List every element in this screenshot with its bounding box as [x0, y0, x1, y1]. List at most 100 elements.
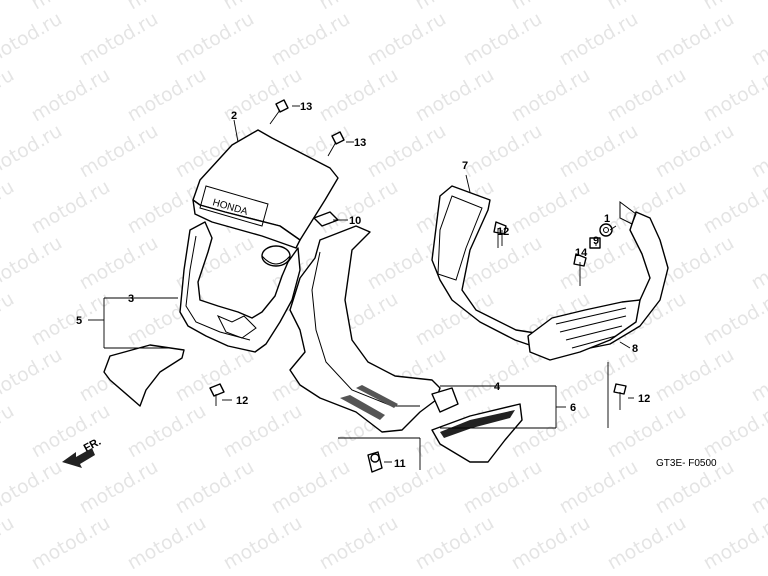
watermark-text: motod.ru [460, 456, 546, 519]
watermark-text: motod.ru [700, 0, 768, 14]
watermark-text: motod.ru [124, 400, 210, 463]
watermark-text: motod.ru [604, 512, 690, 575]
callout-1: 1 [604, 213, 610, 225]
watermark-text: motod.ru [124, 0, 210, 14]
watermark-text: motod.ru [0, 288, 18, 351]
watermark-text: motod.ru [556, 120, 642, 183]
part-floor-step-frame [431, 185, 669, 353]
watermark-text: motod.ru [508, 0, 594, 14]
watermark-text: motod.ru [460, 120, 546, 183]
watermark-text: motod.ru [172, 8, 258, 71]
watermark-text: motod.ru [316, 512, 402, 575]
callout-13-lower: 13 [354, 137, 366, 149]
watermark-text: motod.ru [316, 64, 402, 127]
watermark-text: motod.ru [0, 0, 18, 14]
part-left-lower-cover [103, 344, 185, 407]
watermark-text: motod.ru [604, 64, 690, 127]
diagram-code: GT3E- F0500 [656, 458, 717, 469]
watermark-text: motod.ru [0, 344, 66, 407]
watermark-text: motod.ru [412, 64, 498, 127]
watermark-text: motod.ru [748, 8, 768, 71]
callout-12-left: 12 [236, 395, 248, 407]
watermark-text: motod.ru [652, 120, 738, 183]
callout-3: 3 [128, 293, 134, 305]
callout-2: 2 [231, 110, 237, 122]
callout-8: 8 [632, 343, 638, 355]
watermark-text: motod.ru [556, 456, 642, 519]
watermark-text: motod.ru [316, 0, 402, 14]
watermark-text: motod.ru [28, 176, 114, 239]
arrow-left-icon [62, 448, 95, 468]
watermark-text: motod.ru [76, 456, 162, 519]
nut-1 [599, 223, 613, 237]
watermark-text: motod.ru [556, 8, 642, 71]
watermark-text: motod.ru [508, 64, 594, 127]
watermark-text: motod.ru [748, 344, 768, 407]
watermark-text: motod.ru [76, 8, 162, 71]
callout-6: 6 [570, 402, 576, 414]
watermark-text: motod.ru [0, 512, 18, 575]
part-inner-cover-frame [179, 221, 301, 353]
watermark-text: motod.ru [460, 8, 546, 71]
watermark-text: motod.ru [700, 176, 768, 239]
watermark-text: motod.ru [748, 120, 768, 183]
watermark-text: motod.ru [700, 64, 768, 127]
watermark-text: motod.ru [604, 400, 690, 463]
direction-label: FR. [82, 436, 103, 455]
watermark-text: motod.ru [28, 512, 114, 575]
part-leg-shield [289, 225, 459, 433]
watermark-text: motod.ru [508, 512, 594, 575]
callout-12-middle: 12 [497, 226, 509, 238]
callout-10: 10 [349, 215, 361, 227]
callout-12-right: 12 [638, 393, 650, 405]
watermark-text: motod.ru [28, 0, 114, 14]
watermark-text: motod.ru [220, 400, 306, 463]
watermark-text: motod.ru [76, 232, 162, 295]
watermark-text: motod.ru [700, 400, 768, 463]
bolt-12-left [209, 383, 225, 406]
bolt-13-upper [269, 99, 289, 125]
watermark-text: motod.ru [28, 64, 114, 127]
watermark-text: motod.ru [220, 512, 306, 575]
watermark-text: motod.ru [412, 0, 498, 14]
watermark-text: motod.ru [748, 232, 768, 295]
callout-4: 4 [494, 381, 501, 393]
watermark-text: motod.ru [124, 64, 210, 127]
watermark-text: motod.ru [0, 120, 66, 183]
part-right-lower-cover [431, 403, 523, 463]
watermark-text: motod.ru [76, 120, 162, 183]
watermark-text: motod.ru [268, 456, 354, 519]
callout-14: 14 [575, 247, 588, 259]
watermark-text: motod.ru [604, 0, 690, 14]
watermark-text: motod.ru [364, 120, 450, 183]
bolt-13-lower [327, 131, 345, 157]
watermark-text: motod.ru [700, 512, 768, 575]
callout-13-upper: 13 [300, 101, 312, 113]
callout-11: 11 [394, 458, 406, 470]
screw-11 [367, 451, 383, 473]
watermark-text: motod.ru [364, 8, 450, 71]
part-floor-mat [527, 299, 641, 361]
watermark-text: motod.ru [412, 512, 498, 575]
watermark-text: motod.ru [0, 232, 66, 295]
watermark-text: motod.ru [652, 344, 738, 407]
bolt-14 [573, 253, 587, 286]
watermark-text: motod.ru [268, 8, 354, 71]
bolt-12-middle [493, 221, 507, 248]
watermark-text: motod.ru [28, 400, 114, 463]
bolt-12-right [613, 383, 627, 410]
callouts: 2 13 13 10 3 5 12 7 12 14 9 1 8 12 4 6 1… [76, 101, 650, 470]
callout-9: 9 [593, 235, 599, 247]
watermark-text: motod.ru [700, 288, 768, 351]
watermark-text: motod.ru [0, 8, 66, 71]
watermark-text: motod.ru [220, 0, 306, 14]
part-front-upper-cover: HONDA [192, 129, 339, 249]
watermark-text: motod.ru [0, 64, 18, 127]
callout-5: 5 [76, 315, 82, 327]
watermark-text: motod.ru [172, 456, 258, 519]
watermark-text: motod.ru [652, 8, 738, 71]
watermark-text: motod.ru [748, 456, 768, 519]
watermark-text: motod.ru [0, 176, 18, 239]
